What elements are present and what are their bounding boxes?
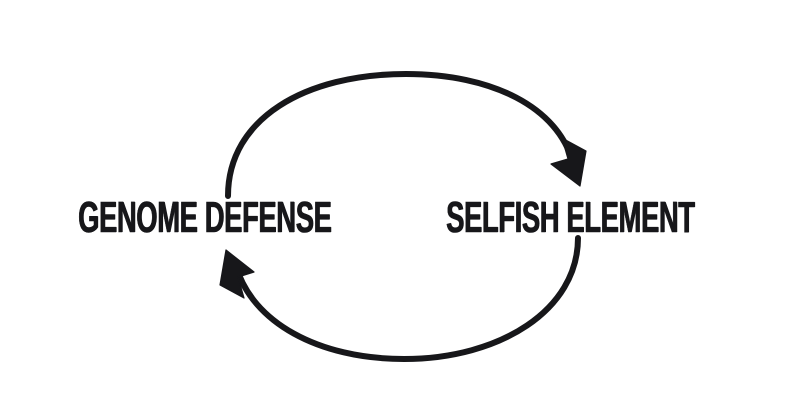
arrow-element-to-defense-curve bbox=[233, 235, 581, 363]
arrowhead-down-right-icon bbox=[550, 137, 587, 187]
arrowhead-up-left-icon bbox=[219, 249, 255, 299]
node-label-selfish-element: SELFISH ELEMENT bbox=[446, 193, 695, 242]
node-label-genome-defense: GENOME DEFENSE bbox=[78, 193, 332, 242]
arrow-defense-to-element-curve bbox=[225, 70, 576, 199]
